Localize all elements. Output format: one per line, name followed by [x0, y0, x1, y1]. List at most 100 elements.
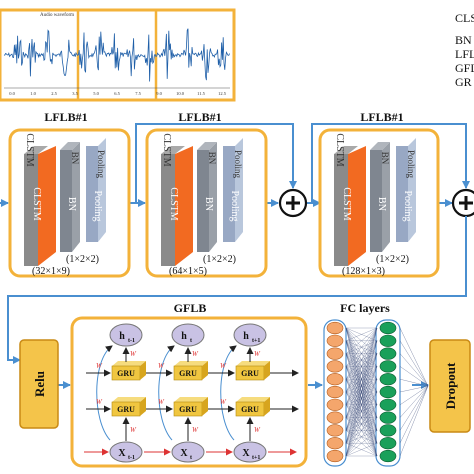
fc-edge: [399, 366, 429, 387]
gru-label: GRU: [241, 405, 259, 414]
bn-top: [370, 142, 390, 150]
bn-front: [197, 150, 209, 252]
waveform-tick-label: 1.0: [30, 91, 36, 96]
pool-side: [408, 138, 416, 242]
dropout-label: Dropout: [443, 362, 458, 409]
weight-label: W: [220, 398, 227, 406]
bn-top: [60, 142, 80, 150]
conv-shape: (32×1×9): [32, 266, 70, 277]
fc-node-1: [326, 360, 344, 373]
waveform-tick-label: 0.0: [9, 91, 15, 96]
weight-label: W: [96, 398, 103, 406]
lflb-block-2: LFLB#1CLSTMCLSTMBNBNPoolingPooling(1×2×2…: [145, 110, 268, 278]
fc-edge: [345, 327, 378, 393]
fc-node-2: [379, 398, 397, 411]
gru-label: GRU: [117, 369, 135, 378]
clstm-side: [38, 146, 56, 266]
lflb-block-3: LFLB#1CLSTMCLSTMBNBNPoolingPooling(1×2×2…: [318, 110, 440, 278]
clstm-label: CLSTM: [341, 187, 352, 220]
legend: CLS BN LFL GFL GR: [455, 11, 474, 89]
fc-edge: [345, 379, 378, 457]
relu-label: Relu: [32, 371, 47, 397]
bn-label: BN: [203, 197, 214, 211]
weight-label: W: [130, 350, 137, 358]
waveform-tick-label: 11.5: [197, 91, 205, 96]
pool-front: [86, 146, 98, 242]
bn-top-label: BN: [70, 152, 80, 165]
fc-edge: [399, 385, 429, 431]
clstm-top-label: CLSTM: [161, 133, 172, 166]
fc-node-2: [379, 385, 397, 399]
fc-edge: [399, 385, 429, 393]
fc-edge: [399, 340, 429, 387]
fc-node-1: [326, 373, 344, 386]
fc-title: FC layers: [340, 301, 390, 315]
h-node: [171, 323, 205, 347]
pool-size: (1×2×2): [203, 254, 236, 265]
gru-label: GRU: [241, 369, 259, 378]
h-subscript: t-1: [128, 338, 135, 344]
clstm-front: [24, 154, 38, 266]
pool-label: Pooling: [229, 190, 240, 221]
fc-edge: [345, 443, 378, 457]
h-node: [109, 323, 143, 347]
fc-node-1: [326, 385, 344, 399]
waveform-tick-label: 5.0: [93, 91, 99, 96]
x-node: [171, 441, 205, 463]
fc-edge: [345, 327, 378, 457]
fc-edge: [399, 353, 429, 387]
gru-top: [236, 361, 270, 366]
lflb-title: LFLB#1: [44, 110, 87, 124]
bypass-arrow: [220, 345, 237, 441]
fc-edge: [345, 327, 378, 405]
h-subscript: t+1: [252, 338, 260, 344]
gru-top: [236, 397, 270, 402]
clstm-label: CLSTM: [31, 187, 42, 220]
bottom-connectors: [7, 216, 467, 389]
gru-side: [140, 361, 146, 380]
fc-network: [323, 319, 429, 467]
clstm-top-label: CLSTM: [24, 133, 35, 166]
conv-shape: (128×1×3): [342, 266, 385, 277]
x-subscript: t+1: [252, 455, 260, 461]
fc-edge: [345, 327, 378, 354]
gru-top: [174, 397, 208, 402]
fc-layers: FC layers: [323, 301, 429, 467]
fc-edge: [345, 327, 378, 444]
clstm-side: [175, 146, 193, 266]
fc-edge: [345, 327, 378, 418]
fc-node-2: [379, 449, 397, 463]
pool-label: Pooling: [402, 190, 413, 221]
bn-front: [370, 150, 382, 252]
weight-label: W: [254, 350, 261, 358]
h-label: h: [243, 331, 249, 342]
add-junction-2: [451, 188, 474, 218]
x-label: X: [180, 448, 188, 459]
legend-item-4: GFL: [455, 61, 474, 75]
gru-label: GRU: [179, 369, 197, 378]
clstm-side: [348, 146, 366, 266]
fc-node-1: [326, 398, 344, 411]
x-label: X: [242, 448, 250, 459]
waveform-tick-label: 10.0: [176, 91, 185, 96]
fc-node-2: [379, 437, 397, 450]
gru-side: [264, 361, 270, 380]
weight-label: W: [158, 362, 165, 370]
legend-item-1: CLS: [455, 11, 474, 25]
clstm-top: [24, 146, 48, 154]
waveform-tick-label: 9.0: [156, 91, 162, 96]
lflb-block-1: LFLB#1CLSTMCLSTMBNBNPoolingPooling(1×2×2…: [8, 110, 131, 278]
fc-edge: [345, 340, 378, 457]
gru-label: GRU: [179, 405, 197, 414]
x-node: [233, 441, 267, 463]
fc-edge: [399, 385, 429, 444]
pool-front: [223, 146, 235, 242]
legend-item-5: GR: [455, 75, 472, 89]
waveform-trace: [3, 28, 230, 82]
fc-edge: [345, 327, 378, 431]
bypass-arrow: [158, 345, 175, 441]
legend-item-3: LFL: [455, 47, 474, 61]
weight-label: W: [192, 350, 199, 358]
